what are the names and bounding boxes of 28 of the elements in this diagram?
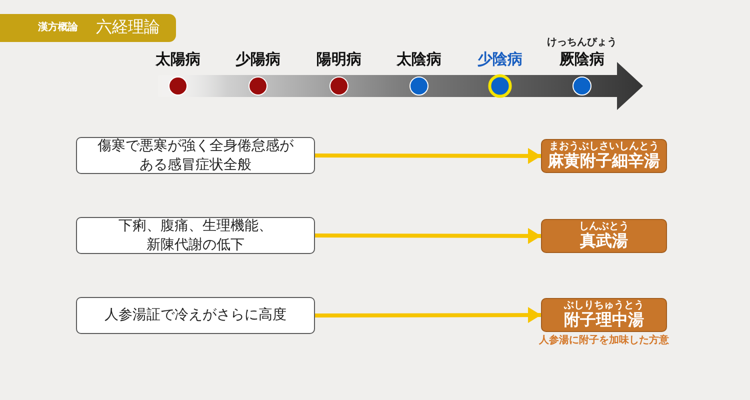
symptom-box bbox=[76, 137, 315, 174]
arrow bbox=[315, 228, 541, 244]
symptom-text: 傷寒で悪寒が強く全身倦怠感がある感冒症状全般 bbox=[96, 137, 294, 174]
arrow bbox=[315, 148, 541, 164]
symptom-box bbox=[76, 217, 315, 254]
formula-name: 附子理中湯 bbox=[564, 311, 644, 330]
symptom-box bbox=[76, 297, 315, 334]
formula-note: 人参湯に附子を加味した方意 bbox=[539, 335, 669, 346]
section-label: 漢方概論 bbox=[38, 22, 78, 34]
arrow bbox=[315, 307, 541, 324]
formula-box bbox=[541, 139, 667, 173]
symptom-text: 人参湯証で冷えがさらに高度 bbox=[104, 306, 288, 325]
stage-label: 太陰病 bbox=[396, 51, 442, 68]
stage-label: 太陽病 bbox=[156, 51, 200, 68]
stage-label: 陽明病 bbox=[316, 51, 362, 68]
formula-box bbox=[541, 298, 667, 332]
furigana-text: けっちんびょう bbox=[547, 37, 617, 48]
stage-label: 少陽病 bbox=[236, 51, 280, 68]
formula-name: 真武湯 bbox=[580, 232, 628, 250]
stage-label: 少陰病 bbox=[478, 51, 522, 68]
furigana-text: まおうぶしさいしんとう bbox=[549, 142, 659, 152]
formula-box bbox=[541, 219, 667, 253]
furigana-text: しんぶとう bbox=[579, 222, 629, 232]
symptom-text: 下痢、腹痛、生理機能、新陳代謝の低下 bbox=[118, 217, 274, 254]
formula-name: 麻黄附子細辛湯 bbox=[548, 152, 660, 170]
title: 六経理論 bbox=[96, 18, 160, 36]
stage-label: 厥陰病 bbox=[560, 51, 604, 68]
furigana-text: ぶしりちゅうとう bbox=[564, 300, 644, 312]
